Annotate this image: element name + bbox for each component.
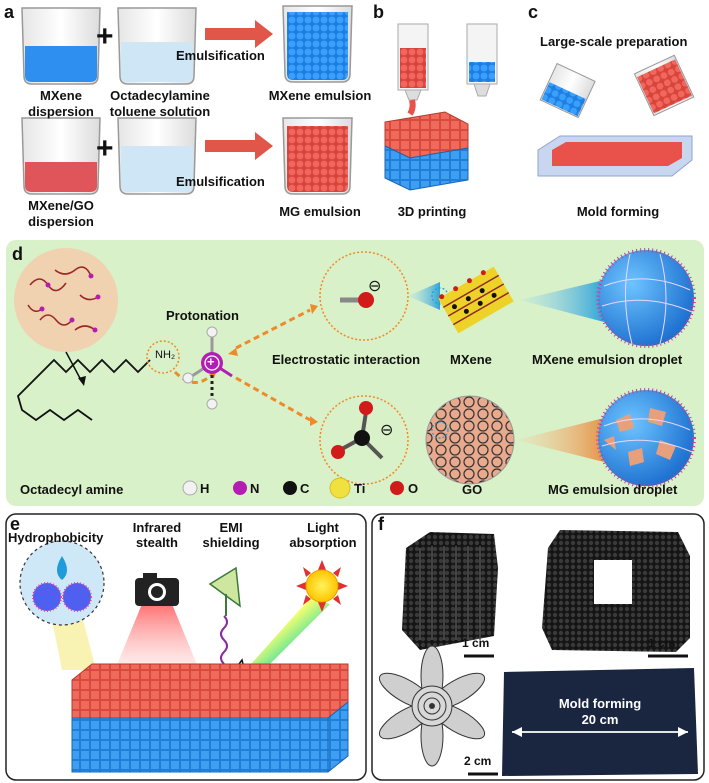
beaker-mxene-emulsion [282, 5, 353, 83]
legend-ti: Ti [354, 481, 366, 496]
beaker-octadecylamine-2 [117, 117, 197, 195]
negative-charge-top: ⊖ [368, 278, 382, 295]
label-line: EMI [219, 520, 243, 535]
caption-line: MXene/GO [28, 198, 94, 213]
panel-b-graphics [384, 23, 498, 191]
go-label: GO [462, 482, 483, 497]
plus-sign-2: + [96, 132, 114, 165]
caption-line: dispersion [28, 214, 94, 229]
beaker-octadecylamine [117, 7, 197, 85]
caption-mxene-go-dispersion: MXene/GO dispersion [6, 198, 116, 230]
large-scale-title: Large-scale preparation [540, 34, 688, 49]
nh2-label: NH₂ [155, 349, 176, 361]
caption-mxene-emulsion: MXene emulsion [268, 88, 372, 103]
infrared-stealth-label: Infrared stealth [122, 520, 192, 550]
legend-c: C [300, 481, 310, 496]
panel-a-graphics [21, 5, 353, 195]
legend-h: H [200, 481, 210, 496]
panel-letter-b: b [373, 2, 384, 22]
panel-letter-a: a [4, 2, 15, 22]
emi-shielding-label: EMI shielding [196, 520, 266, 550]
emulsification-arrow-1 [205, 20, 273, 48]
emulsification-label-2: Emulsification [176, 174, 265, 189]
mxene-label: MXene [450, 352, 492, 367]
panel-letter-f: f [378, 514, 384, 534]
caption-line: Octadecylamine [110, 88, 210, 103]
beaker-mg-emulsion [282, 117, 353, 195]
mxene-droplet-sphere [596, 248, 696, 348]
printed-flower [378, 645, 486, 767]
electrostatic-label: Electrostatic interaction [272, 352, 421, 367]
label-line: Light [307, 520, 339, 535]
label-line: Infrared [132, 520, 182, 535]
mold-width-label: 20 cm [581, 712, 619, 727]
negative-charge-bottom: ⊖ [380, 422, 394, 439]
sun-icon [296, 560, 348, 612]
plus-sign-1: + [96, 20, 114, 53]
mg-droplet-label: MG emulsion droplet [548, 482, 678, 497]
light-absorption-label: Light absorption [282, 520, 364, 550]
panel-letter-c: c [528, 2, 539, 22]
emulsification-arrow-2 [205, 132, 273, 160]
legend-n: N [250, 481, 260, 496]
caption-octadecylamine: Octadecylamine toluene solution [100, 88, 220, 120]
caption-line: toluene solution [109, 104, 211, 119]
beaker-mxene-dispersion [21, 7, 101, 85]
hydrophobicity-label: Hydrophobicity [8, 530, 104, 545]
caption-line: MXene [40, 88, 82, 103]
scale-bar-label-2: 1 cm [648, 636, 676, 650]
caption-mg-emulsion: MG emulsion [279, 204, 361, 219]
panel-letter-d: d [12, 244, 23, 264]
protonation-label: Protonation [166, 308, 239, 323]
caption-line: dispersion [28, 104, 94, 119]
caption-mold-forming: Mold forming [576, 204, 660, 219]
panel-d-graphics [14, 248, 696, 499]
emulsification-label-1: Emulsification [176, 48, 265, 63]
label-line: absorption [289, 535, 357, 550]
octadecyl-amine-label: Octadecyl amine [20, 482, 124, 497]
scale-bar-label-3: 2 cm [464, 754, 492, 768]
panel-f-graphics [378, 530, 698, 776]
mxene-droplet-label: MXene emulsion droplet [532, 352, 683, 367]
panel-e-graphics [19, 540, 349, 773]
scale-bar-label-1: 1 cm [462, 636, 490, 650]
caption-3d-printing: 3D printing [397, 204, 467, 219]
legend-o: O [408, 481, 419, 496]
plus-charge-symbol: + [207, 354, 215, 369]
mg-droplet-sphere [596, 388, 696, 488]
label-line: stealth [136, 535, 178, 550]
panel-letter-e: e [10, 514, 21, 534]
caption-mxene-dispersion: MXene dispersion [6, 88, 116, 120]
label-line: shielding [202, 535, 260, 550]
mold-forming-photo-label: Mold forming [558, 696, 642, 711]
panel-c-graphics [537, 54, 695, 177]
beaker-mxene-go-dispersion [21, 117, 101, 195]
